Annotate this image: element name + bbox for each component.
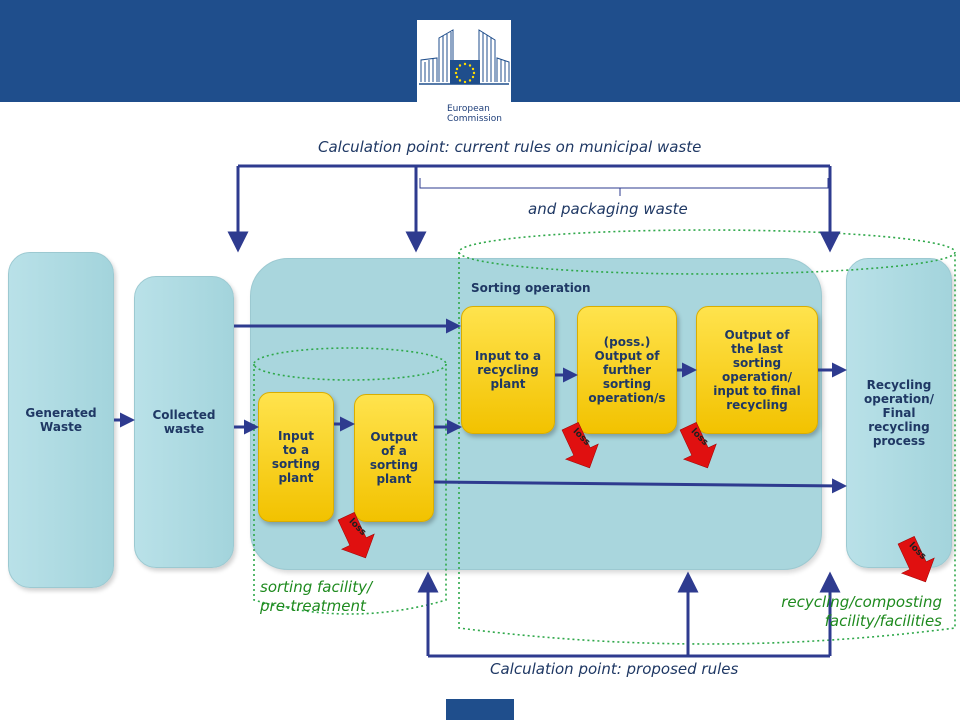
calc-point-current-label: Calculation point: current rules on muni… bbox=[318, 138, 702, 156]
loss-arrow-3: loss bbox=[679, 422, 717, 469]
arrow-output-sorting-to-recycling-op bbox=[433, 478, 847, 494]
packaging-brace bbox=[419, 178, 829, 196]
sorting-facility-label: sorting facility/ pre-treatment bbox=[260, 578, 373, 615]
sorting-facility-ellipse bbox=[253, 347, 447, 381]
logo-text: European Commission bbox=[447, 104, 502, 124]
packaging-waste-label: and packaging waste bbox=[528, 200, 688, 218]
loss-arrow-4: loss bbox=[897, 536, 935, 583]
european-commission-logo: European Commission bbox=[417, 20, 511, 132]
sorting-operation-label: Sorting operation bbox=[471, 281, 591, 295]
footer-tab bbox=[446, 699, 514, 720]
recycling-facility-ellipse bbox=[458, 229, 956, 275]
recycling-facility-outline bbox=[458, 252, 956, 645]
calc-point-proposed-label: Calculation point: proposed rules bbox=[490, 660, 739, 678]
recycling-facility-label: recycling/composting facility/facilities bbox=[781, 593, 942, 630]
sorting-facility-outline bbox=[253, 364, 447, 615]
ec-building-icon bbox=[419, 29, 510, 85]
loss-arrow-1: loss bbox=[337, 512, 375, 559]
loss-arrow-2: loss bbox=[561, 422, 599, 469]
